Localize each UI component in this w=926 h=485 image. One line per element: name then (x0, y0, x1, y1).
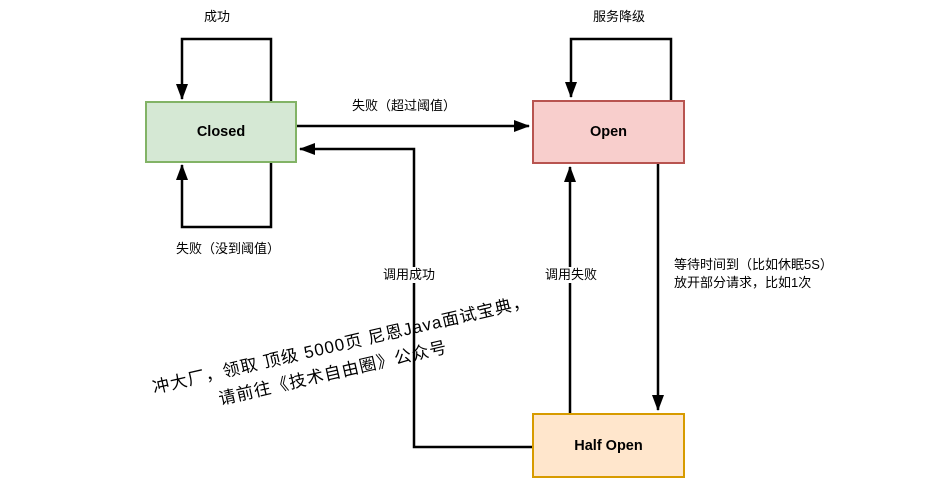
state-label-closed: Closed (196, 124, 246, 140)
edge-closed-self-success-loop (176, 37, 273, 101)
state-label-half-open: Half Open (574, 437, 643, 454)
edge-label-call-fail: 调用失败 (542, 267, 601, 283)
edge-label-wait-timeout-line2: 放开部分请求，比如1次 (674, 275, 812, 290)
edge-label-wait-timeout-line1: 等待时间到（比如休眠5S） (674, 257, 833, 272)
state-label-open: Open (589, 124, 628, 140)
edge-label-success: 成功 (204, 9, 231, 24)
edge-open-self-degrade-loop (565, 37, 673, 100)
edge-label-wait-timeout: 等待时间到（比如休眠5S） 放开部分请求，比如1次 (674, 256, 833, 292)
edge-closed-self-fail-under-loop (176, 163, 273, 229)
edge-label-service-degrade: 服务降级 (593, 9, 646, 24)
edge-label-fail-under-threshold: 失败（没到阈值） (176, 241, 281, 256)
edge-label-fail-over-threshold: 失败（超过阈值） (352, 98, 457, 113)
state-node-open: Open (532, 100, 685, 164)
edge-half-open-to-closed (299, 143, 532, 449)
edge-label-call-success: 调用成功 (380, 267, 439, 283)
state-node-half-open: Half Open (532, 413, 685, 478)
state-node-closed: Closed (145, 101, 297, 163)
